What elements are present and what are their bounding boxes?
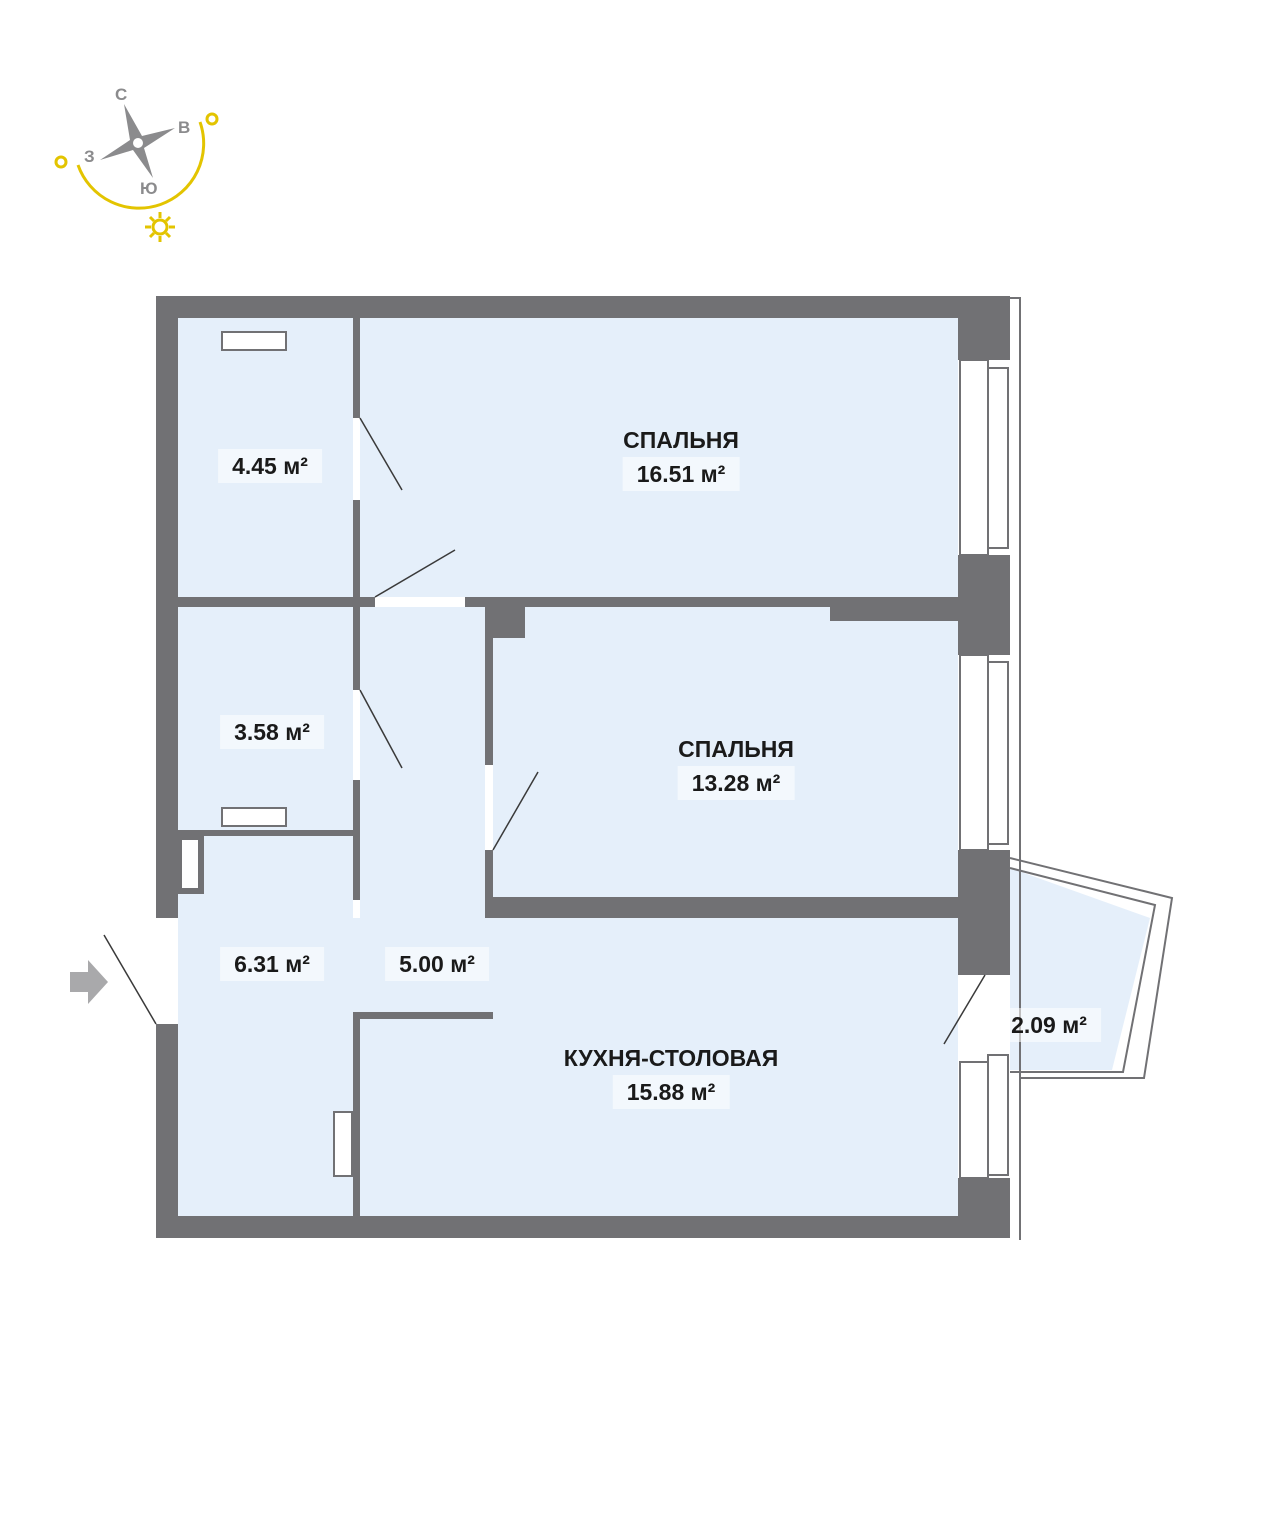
svg-text:З: З xyxy=(84,147,95,166)
windows xyxy=(221,297,1174,1240)
room-label: 5.00 м² xyxy=(385,947,489,981)
room-label: 6.31 м² xyxy=(220,947,324,981)
room-label: 3.58 м² xyxy=(220,715,324,749)
sun-icon xyxy=(54,112,219,242)
svg-text:Ю: Ю xyxy=(140,179,158,198)
doors xyxy=(103,417,986,1045)
compass-icon: С В Ю З xyxy=(54,85,219,242)
svg-text:В: В xyxy=(178,118,190,137)
walls xyxy=(156,296,1010,1238)
svg-text:С: С xyxy=(115,85,127,104)
room-label: 4.45 м² xyxy=(218,449,322,483)
room-label: 2.09 м² xyxy=(997,1008,1101,1042)
entrance-arrow-icon xyxy=(70,960,108,1004)
